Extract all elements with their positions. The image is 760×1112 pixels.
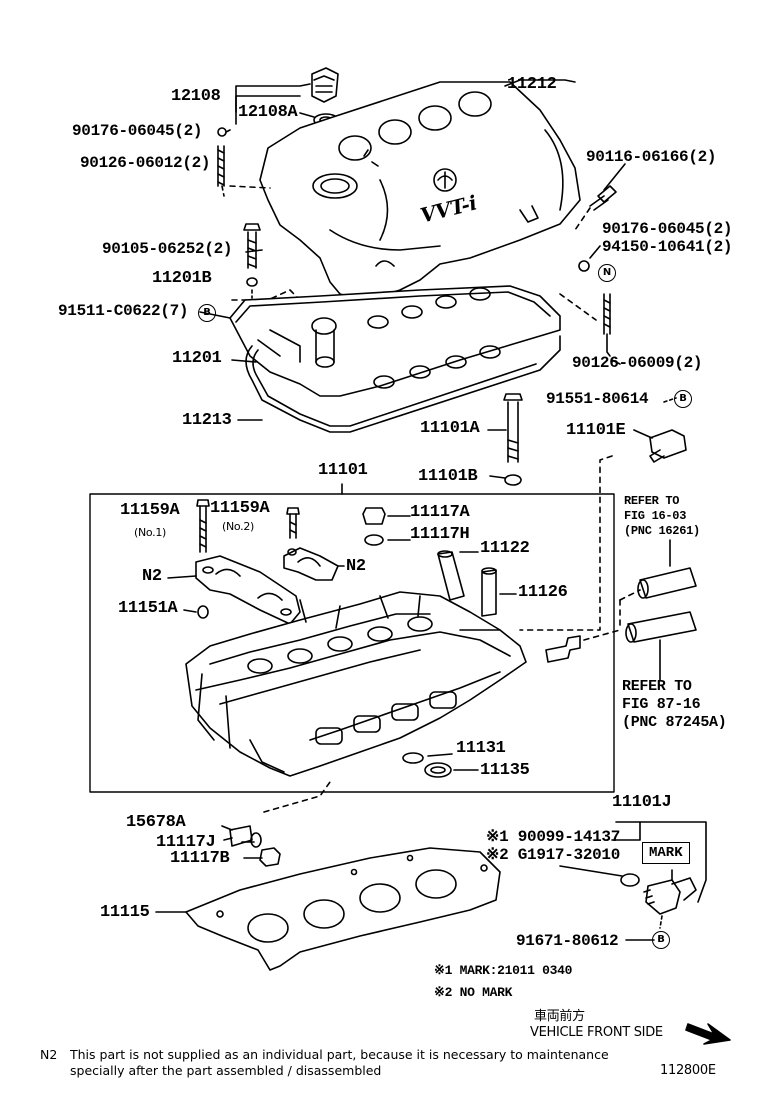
water-hose-upper <box>637 567 697 599</box>
sensor-11101E <box>649 429 687 463</box>
head-bolt-11101A <box>503 393 523 463</box>
vehicle-front-arrow <box>685 1023 731 1045</box>
pin-11151A <box>197 605 209 619</box>
ref1-line3: (PNC 16261) <box>624 524 700 538</box>
label-11101: 11101 <box>318 461 368 480</box>
label-11101A: 11101A <box>420 419 480 438</box>
ref2-line1: REFER TO <box>622 678 692 695</box>
control-valve-11101J <box>643 877 697 915</box>
gasket-11117J <box>250 832 262 848</box>
ref1-line2: FIG 16-03 <box>624 509 687 523</box>
bolt-90105-06252 <box>243 223 261 269</box>
cap-bolt-no1 <box>196 499 210 553</box>
label-11135: 11135 <box>480 761 530 780</box>
label-90105-06252: 90105-06252(2) <box>102 240 233 258</box>
footnote-key: N2 <box>40 1047 58 1062</box>
union-15678A <box>223 825 253 847</box>
plug-11117B <box>259 847 281 867</box>
label-11131: 11131 <box>456 739 506 758</box>
cylinder-head-box <box>89 493 615 793</box>
label-90116-06166: 90116-06166(2) <box>586 148 717 166</box>
note-mark2: ※2 NO MARK <box>434 985 513 1000</box>
label-91671-80612: 91671-80612 <box>516 932 619 950</box>
label-11201: 11201 <box>172 349 222 368</box>
label-12108: 12108 <box>171 87 221 106</box>
label-n2-right: N2 <box>346 557 366 576</box>
front-label-jp: 車両前方 <box>534 1009 585 1024</box>
label-91551-80614: 91551-80614 <box>546 390 649 408</box>
label-11213: 11213 <box>182 411 232 430</box>
label-no2: (No.2) <box>222 520 255 533</box>
water-hose-lower <box>625 611 697 643</box>
label-91511-C0622: 91511-C0622(7) <box>58 302 189 320</box>
mark-box: MARK <box>642 842 690 864</box>
bolt-90116-06166 <box>589 185 617 211</box>
circle-b-1: B <box>198 304 216 322</box>
label-11159A-no1: 11159A <box>120 501 180 520</box>
ref1-line1: REFER TO <box>624 494 680 508</box>
cap-bolt-no2 <box>286 507 300 539</box>
label-90099-14137: ※1 90099-14137 <box>486 828 621 846</box>
label-94150-10641: 94150-10641(2) <box>602 238 733 256</box>
circle-b-2: B <box>674 390 692 408</box>
head-gasket <box>185 847 501 971</box>
valve-guide-11122 <box>437 550 465 601</box>
cover-gasket-assembly <box>229 285 561 397</box>
label-n2-left: N2 <box>142 567 162 586</box>
oil-filler-cap <box>311 67 339 103</box>
label-90126-06009: 90126-06009(2) <box>572 354 703 372</box>
ref2-line3: (PNC 87245A) <box>622 714 727 731</box>
label-11101B: 11101B <box>418 467 478 486</box>
label-11117A: 11117A <box>410 503 470 522</box>
stud-90126-06009 <box>603 293 611 335</box>
grommet-11201B <box>246 277 258 287</box>
label-G1917-32010: ※2 G1917-32010 <box>486 846 621 864</box>
footnote-line1: This part is not supplied as an individu… <box>70 1047 609 1062</box>
label-11117J: 11117J <box>156 833 216 852</box>
circle-b-3: B <box>652 931 670 949</box>
washer-11101B <box>504 474 522 486</box>
label-90176-06045-right: 90176-06045(2) <box>602 220 733 238</box>
washer-90176-right <box>578 260 590 272</box>
footnote: N2 This part is not supplied as an indivi… <box>40 1047 680 1079</box>
seal-11131 <box>402 752 424 764</box>
bearing-cap-no2 <box>283 547 339 581</box>
cylinder-head <box>185 591 527 777</box>
label-90126-06012: 90126-06012(2) <box>80 154 211 172</box>
label-11115: 11115 <box>100 903 150 922</box>
label-15678A: 15678A <box>126 813 186 832</box>
label-no1: (No.1) <box>134 526 167 539</box>
label-11201B: 11201B <box>152 269 212 288</box>
o-ring-11101J <box>620 873 640 887</box>
ref2-line2: FIG 87-16 <box>622 696 701 713</box>
label-11151A: 11151A <box>118 599 178 618</box>
label-11101J: 11101J <box>612 793 672 812</box>
plug-11117A <box>362 507 386 525</box>
label-11122: 11122 <box>480 539 530 558</box>
water-pipe <box>545 635 581 663</box>
circle-n: N <box>598 264 616 282</box>
diagram-id: 112800E <box>660 1063 716 1078</box>
footnote-line2: specially after the part assembled / dis… <box>70 1063 382 1078</box>
label-12108A: 12108A <box>238 103 298 122</box>
label-11126: 11126 <box>518 583 568 602</box>
gasket-11117H <box>364 534 384 546</box>
label-11159A-no2: 11159A <box>210 499 270 518</box>
label-90176-06045-top: 90176-06045(2) <box>72 122 203 140</box>
note-mark1: ※1 MARK:21011 0340 <box>434 963 573 978</box>
cylinder-head-cover <box>259 81 581 299</box>
label-11117H: 11117H <box>410 525 470 544</box>
valve-guide-11126 <box>481 567 497 617</box>
front-label-en: VEHICLE FRONT SIDE <box>530 1025 663 1040</box>
seal-11135 <box>424 762 452 778</box>
label-11101E: 11101E <box>566 421 626 440</box>
label-11117B: 11117B <box>170 849 230 868</box>
label-11212: 11212 <box>507 75 557 94</box>
stud-90126-06012 <box>217 145 225 187</box>
washer-90176-top <box>217 127 227 137</box>
